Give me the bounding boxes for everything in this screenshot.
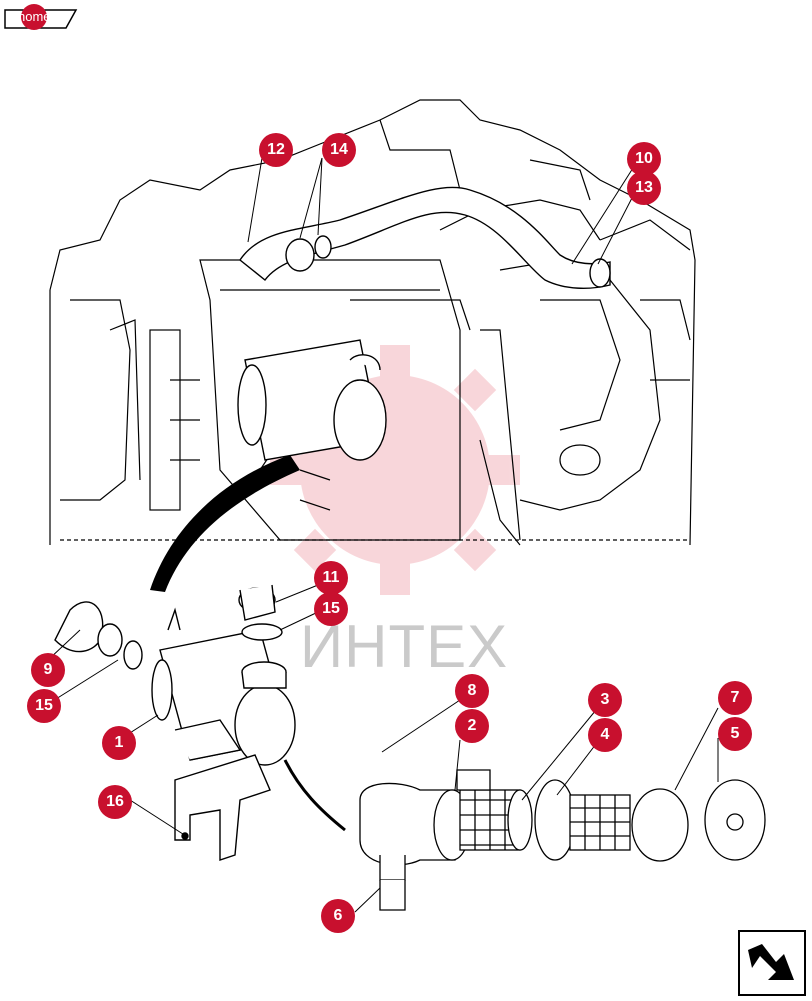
engine-assembly (49, 99, 696, 546)
callout-7[interactable]: 7 (718, 681, 752, 715)
callout-11[interactable]: 11 (314, 561, 348, 595)
home-label: home (18, 9, 51, 24)
callout-6[interactable]: 6 (321, 899, 355, 933)
callout-16[interactable]: 16 (98, 785, 132, 819)
callout-14[interactable]: 14 (322, 133, 356, 167)
home-button[interactable]: home (4, 4, 78, 30)
callout-9[interactable]: 9 (31, 653, 65, 687)
callout-13[interactable]: 13 (627, 171, 661, 205)
callout-5[interactable]: 5 (718, 717, 752, 751)
filter-breakdown (359, 769, 766, 911)
callout-10[interactable]: 10 (627, 142, 661, 176)
installed-air-cleaner (237, 339, 387, 461)
callout-2[interactable]: 2 (455, 709, 489, 743)
intake-pipe (239, 186, 611, 289)
callout-8[interactable]: 8 (455, 674, 489, 708)
callout-15b[interactable]: 15 (27, 689, 61, 723)
home-tab-icon (4, 4, 78, 30)
callout-12[interactable]: 12 (259, 133, 293, 167)
breakdown-arrow (283, 759, 346, 832)
next-page-button[interactable] (738, 930, 806, 996)
next-page-arrow-icon (738, 930, 806, 996)
callout-3[interactable]: 3 (588, 683, 622, 717)
callout-1[interactable]: 1 (102, 726, 136, 760)
air-cleaner-housing (54, 584, 296, 861)
callout-15a[interactable]: 15 (314, 592, 348, 626)
callout-4[interactable]: 4 (588, 718, 622, 752)
detail-arrow (150, 455, 300, 592)
